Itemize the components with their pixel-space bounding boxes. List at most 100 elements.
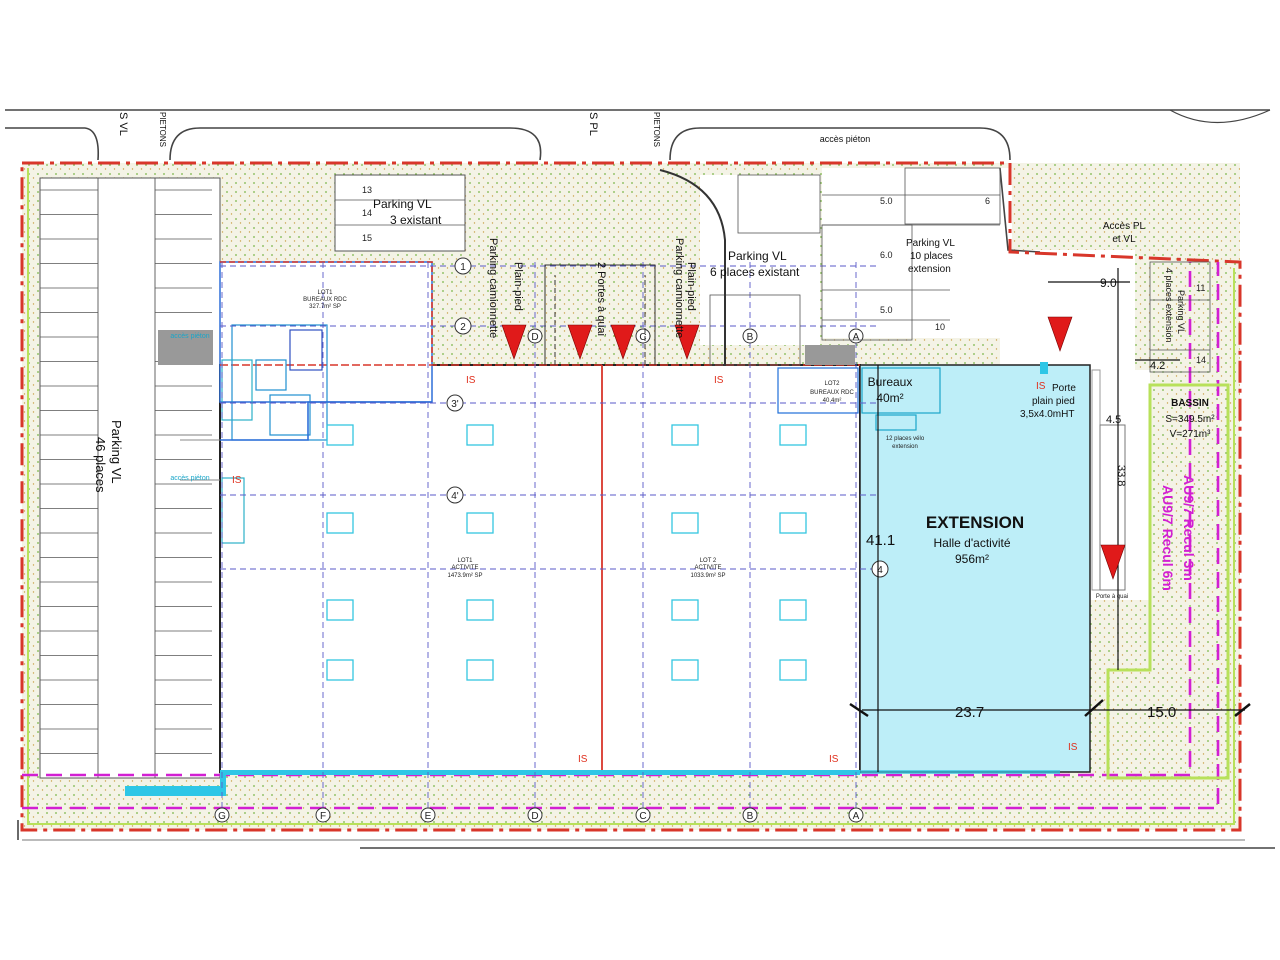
label-pieton-2: PIETONS [652, 112, 661, 147]
label-plain-pied-2: Plain-pied [685, 262, 697, 311]
label-extension-sub: Halle d'activité [934, 536, 1011, 550]
grid-marker-label: F [320, 811, 326, 822]
label-bureaux-ext: Bureaux [868, 375, 913, 389]
structural-grid [220, 262, 880, 808]
skylight [779, 659, 807, 681]
site-boundary [20, 161, 1242, 832]
grid-marker-f: F [315, 807, 331, 823]
grid-marker-g: G [214, 807, 230, 823]
dim-4-2: 4.2 [1150, 360, 1165, 372]
label-s-pl: S PL [587, 112, 599, 136]
skylight [671, 424, 699, 446]
label-s-vl: S VL [117, 112, 129, 136]
grid-marker-row-0: 1 [454, 257, 472, 275]
dim-5-0-a: 5.0 [880, 196, 893, 206]
grid-marker-top-c: C [635, 328, 651, 344]
label-lot2-activite: LOT 2 [700, 558, 717, 564]
label-acces-pl: Accès PL [1103, 221, 1146, 232]
dim-6-0: 6.0 [880, 250, 893, 260]
skylight [466, 512, 494, 534]
label-parking-vl-ext: Parking VL [1176, 290, 1186, 334]
grid-marker-label: B [747, 332, 754, 343]
label-parking-vl-6: Parking VL [728, 249, 787, 263]
road-lines [5, 109, 1275, 849]
red-dock-marker [1100, 544, 1126, 580]
paved-areas [39, 168, 1150, 779]
cyan-strips [125, 362, 1060, 796]
stall-14b: 14 [1196, 355, 1206, 365]
wall-blocks [158, 330, 1126, 591]
lot2-offices [777, 367, 941, 431]
dim-4-5: 4.5 [1106, 414, 1121, 426]
label-porte-dim: 3,5x4.0mHT [1020, 409, 1074, 420]
grid-marker-label: C [639, 332, 646, 343]
grid-marker-label: D [531, 811, 538, 822]
red-dock-marker [567, 324, 593, 360]
is-tag-1: IS [466, 375, 476, 386]
label-parking-vl-6-sub: 6 places existant [710, 265, 800, 279]
grid-marker-row-4: 4 [871, 560, 889, 578]
is-tag-4: IS [578, 754, 588, 765]
grid-marker-top-b: B [742, 328, 758, 344]
label-acces-pieton-top: accès piéton [820, 134, 871, 144]
skylight [466, 659, 494, 681]
grid-marker-label: 3' [451, 399, 459, 410]
label-lot1-bureaux-sub: BUREAUX RDC [303, 297, 347, 303]
label-parking-vl-46: Parking VL [109, 420, 124, 484]
grid-marker-label: A [853, 332, 860, 343]
grid-marker-label: 4 [877, 565, 883, 576]
label-acces-pl-sub: et VL [1112, 234, 1136, 245]
label-pieton-1: PIETONS [158, 112, 167, 147]
grid-marker-label: A [853, 811, 860, 822]
label-lot2-bureaux-area: 40.4m² [823, 398, 842, 404]
label-parking-vl-46-sub: 46 places [93, 437, 108, 493]
label-extension-area: 956m² [955, 552, 989, 566]
label-recul-6m: AU9/7 Recul 6m [1160, 485, 1176, 591]
grid-marker-b: B [742, 807, 758, 823]
label-parking-vl-10-sub2: extension [908, 264, 951, 275]
stall-15: 15 [362, 233, 372, 243]
grid-marker-row-2: 3' [446, 394, 464, 412]
is-tag-7: IS [1036, 381, 1046, 392]
skylight [326, 659, 354, 681]
skylight [671, 512, 699, 534]
label-bureaux-ext-area: 40m² [876, 391, 903, 405]
skylights [326, 424, 807, 681]
stall-lines [40, 189, 212, 754]
label-lot1-bureaux: LOT1 [317, 290, 333, 296]
label-velo-sub: extension [892, 444, 918, 450]
label-lot1-activite-area: 1473.9m² SP [447, 573, 482, 579]
red-dock-marker [674, 324, 700, 360]
label-bassin-s: S=349.5m² [1165, 414, 1215, 425]
label-acces-pieton-1: accès piéton [170, 333, 209, 340]
skylight [326, 424, 354, 446]
labels: S VL PIETONS S PL PIETONS accès piéton P… [93, 112, 1215, 765]
inner-green-boundary [27, 168, 1235, 825]
stalls-right [335, 167, 1211, 373]
skylight [671, 599, 699, 621]
stall-14: 14 [362, 208, 372, 218]
skylight [779, 424, 807, 446]
label-porte-quai: Porte à quai [1096, 594, 1128, 600]
label-lot2-bureaux: LOT2 [824, 381, 840, 387]
red-dock-marker [1047, 316, 1073, 352]
label-parking-vl-3-sub: 3 existant [390, 213, 442, 227]
grid-marker-d: D [527, 807, 543, 823]
skylight [671, 659, 699, 681]
label-parking-camionnette-1: Parking camionnette [487, 238, 499, 338]
grid-marker-row-1: 2 [454, 317, 472, 335]
grid-marker-top-a: A [848, 328, 864, 344]
label-parking-vl-10: Parking VL [906, 238, 955, 249]
label-lot2-activite-sub: ACTIVITE [694, 565, 721, 571]
parking-46-stalls [97, 178, 156, 778]
label-parking-vl-3: Parking VL [373, 197, 432, 211]
grid-marker-label: 1 [460, 262, 466, 273]
grid-marker-label: E [425, 811, 432, 822]
grid-marker-label: B [747, 811, 754, 822]
label-parking-vl-ext-sub: 4 places extension [1164, 268, 1174, 343]
dimension-lines [849, 268, 1251, 772]
grid-marker-label: 4' [451, 491, 459, 502]
label-plain-pied-1: Plain-pied [512, 262, 524, 311]
label-lot1-activite: LOT1 [457, 558, 473, 564]
label-extension-title: EXTENSION [926, 513, 1024, 532]
